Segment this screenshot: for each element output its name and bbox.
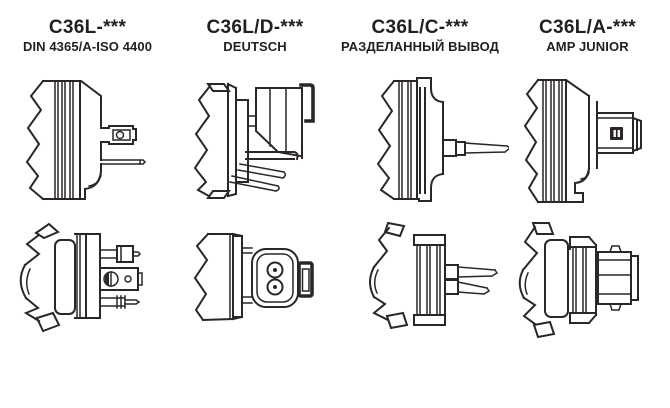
- variant-code-din: C36L-***: [48, 17, 127, 38]
- variant-standard-din: DIN 4365/A-ISO 4400: [22, 39, 153, 54]
- amp-top-view-icon: [518, 222, 639, 339]
- variant-standard-deutsch: DEUTSCH: [223, 39, 287, 54]
- variant-standard-amp-junior: AMP JUNIOR: [546, 39, 629, 54]
- variants-grid: C36L-*** DIN 4365/A-ISO 4400: [0, 0, 670, 352]
- din-plug-top-view-drawing: [13, 220, 163, 352]
- variant-column-deutsch: C36L/D-*** DEUTSCH: [175, 0, 335, 352]
- variant-column-din: C36L-*** DIN 4365/A-ISO 4400: [0, 0, 175, 352]
- deutsch-connector-face-view-drawing: [180, 220, 330, 352]
- variant-code-flying-lead: C36L/C-***: [371, 17, 469, 38]
- variant-column-flying-lead: C36L/C-*** РАЗДЕЛАННЫЙ ВЫВОД: [335, 0, 509, 352]
- flying-leads-top-view-icon: [369, 221, 499, 330]
- flying-lead-side-view-drawing: [359, 76, 509, 208]
- deutsch-face-view-icon: [193, 232, 314, 322]
- amp-side-view-icon: [523, 78, 642, 204]
- flying-lead-side-view-icon: [376, 77, 509, 202]
- din-top-view-icon: [19, 222, 143, 333]
- variant-standard-flying-lead: РАЗДЕЛАННЫЙ ВЫВОД: [340, 39, 500, 54]
- variant-code-amp-junior: C36L/A-***: [539, 17, 636, 38]
- din-side-view-icon: [25, 79, 146, 201]
- variant-column-amp-junior: C36L/A-*** AMP JUNIOR: [505, 0, 670, 352]
- flying-leads-top-view-drawing: [359, 220, 509, 352]
- amp-junior-side-view-drawing: [513, 76, 663, 208]
- variant-code-deutsch: C36L/D-***: [206, 17, 304, 38]
- din-plug-side-view-drawing: [13, 76, 163, 208]
- deutsch-connector-side-view-drawing: [180, 76, 330, 208]
- deutsch-side-view-icon: [193, 82, 315, 199]
- amp-junior-top-view-drawing: [513, 220, 663, 352]
